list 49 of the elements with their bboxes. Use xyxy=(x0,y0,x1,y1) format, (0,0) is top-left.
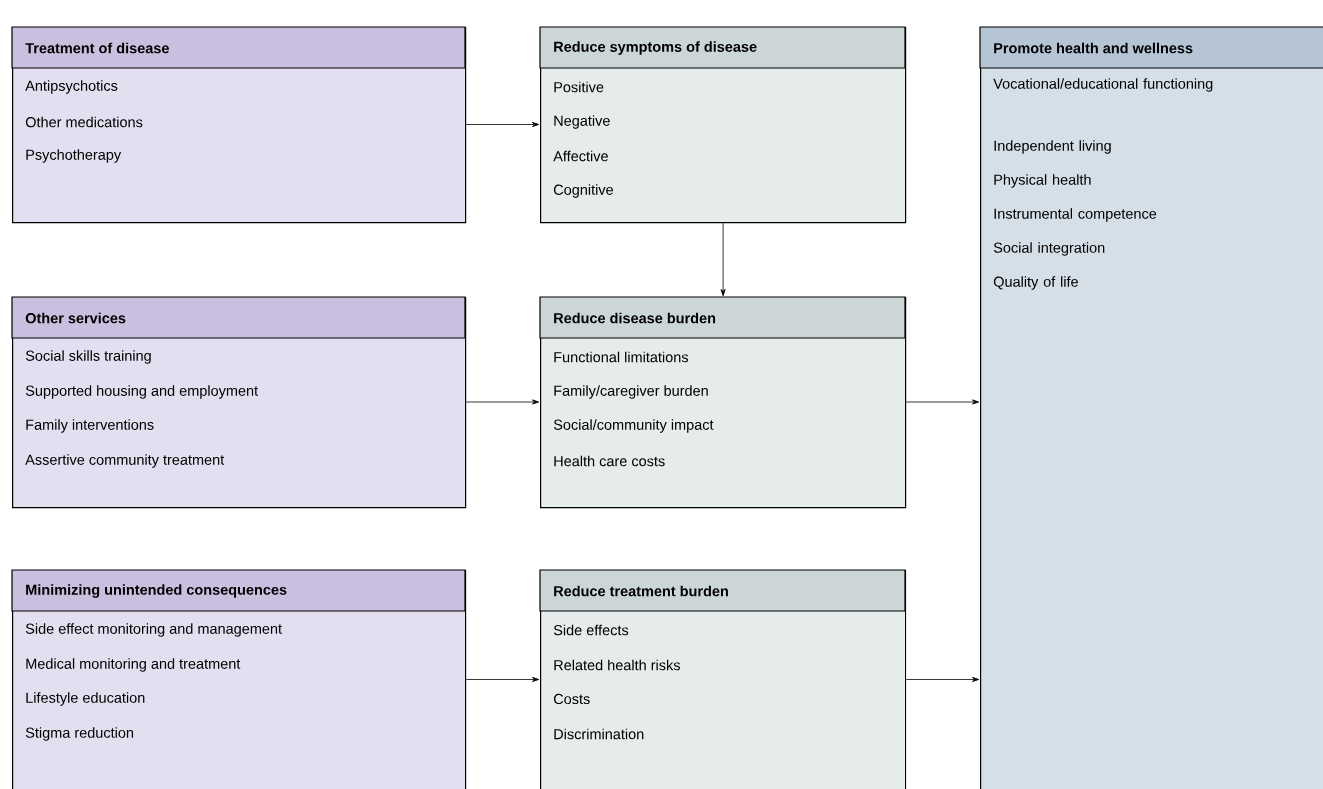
list-item: Discrimination xyxy=(554,728,644,740)
list-item: Supported housing and employment xyxy=(25,385,258,399)
list-item: Family/caregiver burden xyxy=(554,385,708,399)
list-box xyxy=(11,569,467,789)
list-item: Stigma reduction xyxy=(25,727,134,741)
list-item: Social/community impact xyxy=(553,419,714,433)
box-heading: Treatment of disease xyxy=(11,26,466,69)
list-item: Family interventions xyxy=(26,419,154,433)
list-box xyxy=(979,26,1323,789)
list-item: Psychotherapy xyxy=(26,149,122,163)
list-box xyxy=(539,26,907,224)
box-heading: Promote health and wellness xyxy=(979,26,1323,69)
list-item: Lifestyle education xyxy=(26,692,145,706)
list-item: Affective xyxy=(553,150,608,162)
list-item: Antipsychotics xyxy=(25,80,118,94)
box-heading: Reduce symptoms of disease xyxy=(539,26,906,69)
list-box xyxy=(539,296,907,509)
list-item: Other medications xyxy=(25,116,143,128)
list-item: Assertive community treatment xyxy=(25,454,225,468)
arrow xyxy=(720,222,726,297)
list-item: Side effect monitoring and management xyxy=(25,623,282,637)
box-heading: Minimizing unintended consequences xyxy=(11,569,466,612)
box-heading: Reduce treatment burden xyxy=(539,569,906,612)
list-item: Related health risks xyxy=(554,659,680,671)
arrow xyxy=(465,676,540,682)
list-item: Negative xyxy=(554,115,610,129)
list-item: Positive xyxy=(554,81,604,93)
arrow xyxy=(465,399,540,405)
list-item: Health care costs xyxy=(554,455,665,467)
list-item: Vocational/educational functioning xyxy=(993,78,1213,92)
arrow xyxy=(465,121,540,127)
list-box xyxy=(11,26,467,224)
list-item: Medical monitoring and treatment xyxy=(26,658,241,672)
list-box xyxy=(11,296,467,509)
list-item: Cognitive xyxy=(553,184,613,198)
list-item: Social integration xyxy=(993,242,1105,256)
box-heading: Reduce disease burden xyxy=(539,296,906,339)
arrow xyxy=(905,399,980,405)
list-item: Side effects xyxy=(553,624,629,636)
list-item: Quality of life xyxy=(993,276,1078,290)
list-item: Costs xyxy=(553,693,590,705)
list-item: Social skills training xyxy=(25,350,151,364)
list-item: Instrumental competence xyxy=(994,208,1157,222)
arrow xyxy=(905,676,980,682)
list-item: Independent living xyxy=(994,140,1111,154)
list-item: Functional limitations xyxy=(554,351,689,363)
box-heading: Other services xyxy=(11,296,466,339)
list-box xyxy=(539,569,907,789)
list-item: Physical health xyxy=(994,174,1091,188)
